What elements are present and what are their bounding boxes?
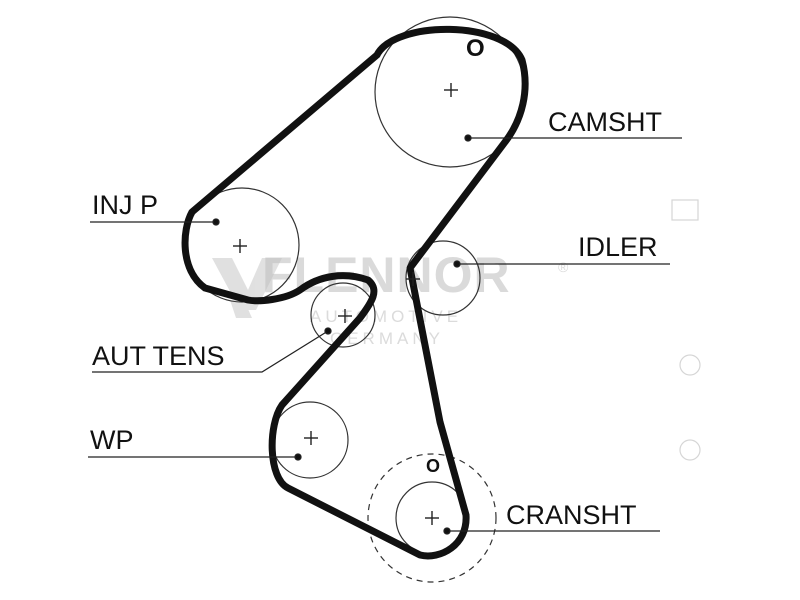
idler-pulley <box>405 240 481 316</box>
water-pump-center-mark <box>304 431 318 445</box>
water-pump-leader <box>88 453 302 461</box>
label-crankshaft: CRANSHT <box>506 500 637 530</box>
crankshaft-center-mark <box>425 511 439 525</box>
watermark-brand: FLENNOR <box>262 247 511 303</box>
auto-tensioner-pulley <box>310 282 376 348</box>
label-injection-pump: INJ P <box>92 190 158 220</box>
label-camshaft: CAMSHT <box>548 107 662 137</box>
timing-belt <box>181 25 529 560</box>
crankshaft-leader <box>443 527 660 535</box>
edge-artifacts <box>671 199 701 461</box>
watermark-line1: AUTOMOTIVE <box>310 307 462 326</box>
camshaft-leader <box>464 134 682 142</box>
camshaft-timing-mark: O <box>466 35 485 62</box>
idler-center-mark <box>406 272 420 286</box>
watermark-registered: ® <box>558 259 569 275</box>
camshaft-center-mark <box>444 83 458 97</box>
label-water-pump: WP <box>90 425 134 455</box>
water-pump-pulley <box>271 401 349 479</box>
auto-tensioner-center-mark <box>338 309 352 323</box>
crankshaft-outer-dashed-circle <box>367 453 497 583</box>
injection-pump-leader <box>90 218 220 226</box>
label-auto-tensioner: AUT TENS <box>92 341 225 371</box>
watermark-logo-icon <box>212 258 282 318</box>
crankshaft-timing-mark: O <box>426 456 440 476</box>
label-idler: IDLER <box>578 232 658 262</box>
idler-leader <box>453 260 670 268</box>
injection-pump-center-mark <box>233 239 247 253</box>
auto-tensioner-leader <box>92 327 332 373</box>
